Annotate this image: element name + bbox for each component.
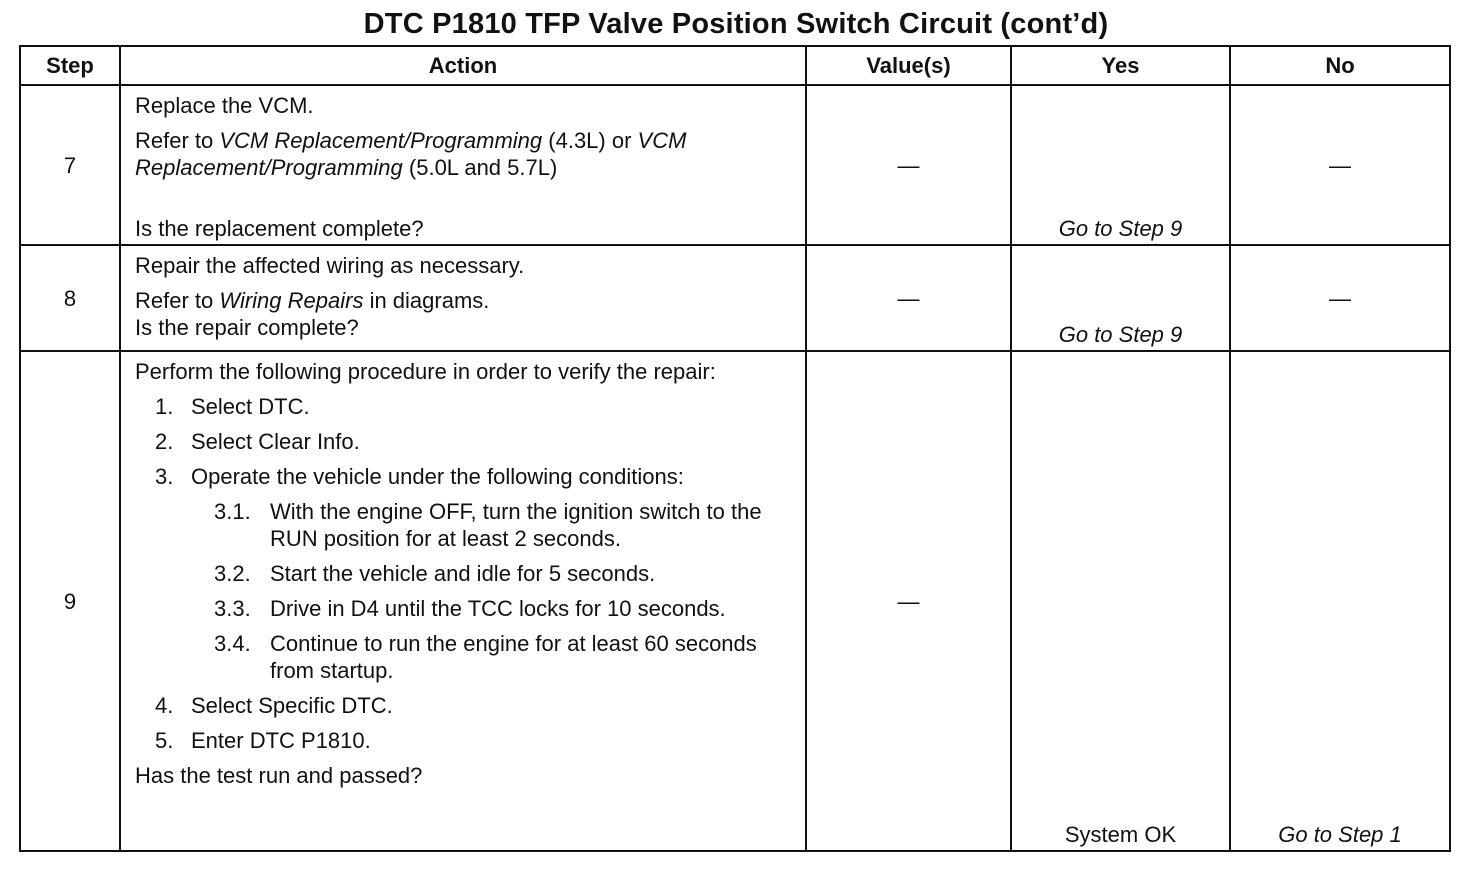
header-no: No xyxy=(1229,45,1451,86)
step-number: 8 xyxy=(19,244,121,352)
list-item-text: Enter DTC P1810. xyxy=(191,728,371,753)
list-item-number: 5. xyxy=(155,728,174,753)
yes-cell: System OK xyxy=(1010,350,1231,852)
sub-list-item: 3.4. Continue to run the engine for at le… xyxy=(135,630,795,684)
list-item: 5. Enter DTC P1810. xyxy=(135,727,795,754)
action-cell: Repair the affected wiring as necessary.… xyxy=(119,244,807,352)
header-values: Value(s) xyxy=(805,45,1012,86)
no-cell: — xyxy=(1229,84,1451,246)
sub-procedure-list: 3.1. With the engine OFF, turn the igniti… xyxy=(135,498,795,684)
list-item-text: Select Specific DTC. xyxy=(191,693,393,718)
no-cell: Go to Step 1 xyxy=(1229,350,1451,852)
reference-text: in diagrams. xyxy=(363,288,490,313)
list-item-text: Select DTC. xyxy=(191,394,310,419)
diagnostic-table: Step Action Value(s) Yes No 7 Replace th… xyxy=(19,45,1451,852)
reference-link: VCM Replacement/Programming xyxy=(219,128,543,153)
step-number: 9 xyxy=(19,350,121,852)
action-instruction: Replace the VCM. xyxy=(135,93,314,118)
list-item-text: Select Clear Info. xyxy=(191,429,360,454)
list-item-text: Continue to run the engine for at least … xyxy=(270,631,757,683)
list-item-number: 3. xyxy=(155,464,174,489)
reference-prefix: Refer to xyxy=(135,128,220,153)
table-header-row: Step Action Value(s) Yes No xyxy=(19,45,1451,86)
yes-cell: Go to Step 9 xyxy=(1010,244,1231,352)
list-item-number: 1. xyxy=(155,394,174,419)
list-item-number: 4. xyxy=(155,693,174,718)
table-row: 7 Replace the VCM. Refer to VCM Replacem… xyxy=(19,84,1451,246)
reference-text: (4.3L) or xyxy=(542,128,638,153)
action-question: Is the repair complete? xyxy=(135,315,359,340)
reference-prefix: Refer to xyxy=(135,288,220,313)
values-cell: — xyxy=(805,244,1012,352)
header-action: Action xyxy=(119,45,807,86)
action-cell: Perform the following procedure in order… xyxy=(119,350,807,852)
list-item-text: With the engine OFF, turn the ignition s… xyxy=(270,499,762,551)
step-number: 7 xyxy=(19,84,121,246)
sub-list-item: 3.3. Drive in D4 until the TCC locks for … xyxy=(135,595,795,622)
reference-text: (5.0L and 5.7L) xyxy=(402,155,558,180)
action-reference: Refer to Wiring Repairs in diagrams. xyxy=(135,287,795,314)
procedure-list: 1. Select DTC. 2. Select Clear Info. 3. Ope… xyxy=(135,393,795,754)
action-intro: Perform the following procedure in order… xyxy=(135,359,716,384)
reference-link: VCM Replacement/Programming xyxy=(135,128,687,180)
action-cell: Replace the VCM. Refer to VCM Replacemen… xyxy=(119,84,807,246)
yes-cell: Go to Step 9 xyxy=(1010,84,1231,246)
header-yes: Yes xyxy=(1010,45,1231,86)
list-item-text: Drive in D4 until the TCC locks for 10 s… xyxy=(270,596,726,621)
action-question: Has the test run and passed? xyxy=(135,763,423,788)
action-question: Is the replacement complete? xyxy=(135,216,424,241)
list-item: 1. Select DTC. xyxy=(135,393,795,420)
list-item-number: 3.3. xyxy=(214,596,251,621)
list-item-number: 3.4. xyxy=(214,631,251,656)
list-item: 2. Select Clear Info. xyxy=(135,428,795,455)
list-item: 4. Select Specific DTC. xyxy=(135,692,795,719)
list-item-number: 2. xyxy=(155,429,174,454)
action-reference: Refer to VCM Replacement/Programming (4.… xyxy=(135,127,795,181)
action-instruction: Repair the affected wiring as necessary. xyxy=(135,253,525,278)
values-cell: — xyxy=(805,84,1012,246)
page-title: DTC P1810 TFP Valve Position Switch Circ… xyxy=(363,8,1109,40)
sub-list-item: 3.1. With the engine OFF, turn the igniti… xyxy=(135,498,795,552)
table-row: 9 Perform the following procedure in ord… xyxy=(19,350,1451,852)
reference-link: Wiring Repairs xyxy=(219,288,364,313)
values-cell: — xyxy=(805,350,1012,852)
table-row: 8 Repair the affected wiring as necessar… xyxy=(19,244,1451,352)
list-item-number: 3.2. xyxy=(214,561,251,586)
sub-list-item: 3.2. Start the vehicle and idle for 5 sec… xyxy=(135,560,795,587)
list-item-text: Start the vehicle and idle for 5 seconds… xyxy=(270,561,656,586)
list-item-text: Operate the vehicle under the following … xyxy=(191,464,684,489)
list-item-number: 3.1. xyxy=(214,499,251,524)
no-cell: — xyxy=(1229,244,1451,352)
header-step: Step xyxy=(19,45,121,86)
list-item: 3. Operate the vehicle under the followin… xyxy=(135,463,795,684)
